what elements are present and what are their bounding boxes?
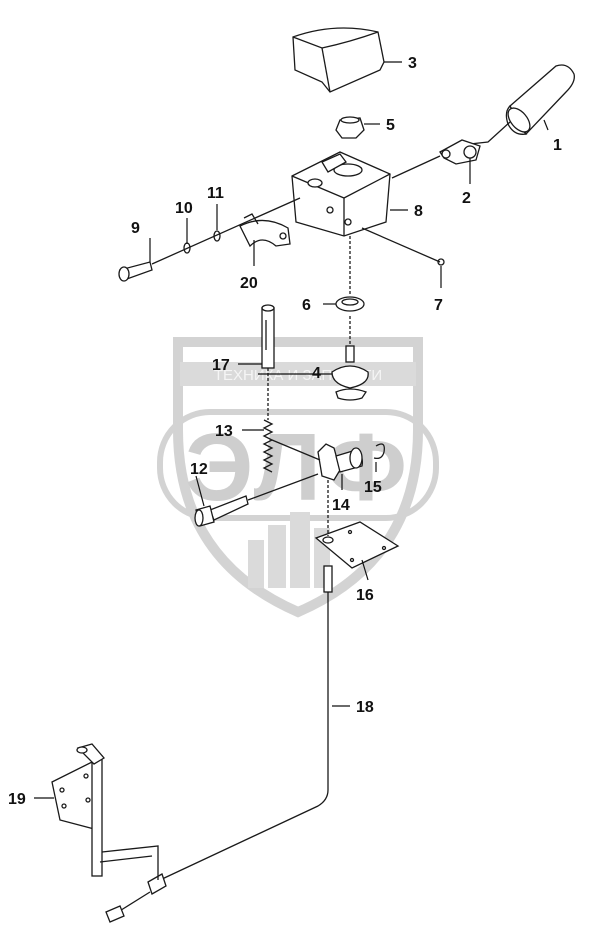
- callout-20: 20: [240, 275, 258, 292]
- part-18-cable: [105, 565, 333, 923]
- part-12-long-bolt: [194, 495, 249, 527]
- callout-16: 16: [356, 587, 374, 604]
- callout-3: 3: [408, 55, 417, 72]
- callout-14: 14: [332, 497, 350, 514]
- axis-long-bolt: [247, 473, 319, 501]
- callout-6: 6: [302, 297, 311, 314]
- callout-18: 18: [356, 699, 374, 716]
- part-2-lever-arm: [391, 121, 511, 179]
- callout-4: 4: [312, 365, 321, 382]
- watermark-logo: ЭЛФ: [185, 414, 411, 521]
- part-13-spring: [262, 419, 274, 473]
- axis-plug-line: [361, 227, 441, 263]
- part-20-clamp: [239, 213, 291, 248]
- part-1-lever-handle: [505, 64, 575, 136]
- part-8-valve-block: [291, 151, 391, 237]
- callout-2: 2: [462, 190, 471, 207]
- axis-bolt-line: [151, 197, 301, 265]
- part-19-bracket: [51, 743, 159, 880]
- part-4-selector-shaft: [331, 345, 369, 401]
- callout-19: 19: [8, 791, 26, 808]
- callout-9: 9: [131, 220, 140, 237]
- part-9-bolt: [118, 261, 153, 282]
- axis-gear-line: [271, 439, 321, 461]
- callout-8: 8: [414, 203, 423, 220]
- part-17-shaft: [261, 304, 275, 369]
- callout-1: 1: [553, 137, 562, 154]
- watermark-buildings: [248, 512, 330, 588]
- callout-7: 7: [434, 297, 443, 314]
- callout-5: 5: [386, 117, 395, 134]
- leaders: [34, 61, 549, 799]
- part-7-plug: [437, 258, 445, 266]
- part-3-cover: [292, 27, 385, 93]
- part-16-plate: [314, 521, 400, 569]
- part-5-nut: [335, 116, 365, 139]
- part-15-clip: [373, 443, 385, 460]
- callout-10: 10: [175, 200, 193, 217]
- part-14-gear: [317, 443, 364, 481]
- callout-17: 17: [212, 357, 230, 374]
- callout-11: 11: [207, 185, 224, 202]
- callouts: 1 2 3 4 5 6 7 8 9 10 11 12 13 14 15 16 1…: [8, 55, 562, 808]
- callout-13: 13: [215, 423, 233, 440]
- callout-15: 15: [364, 479, 382, 496]
- callout-12: 12: [190, 461, 208, 478]
- part-6-seal-ring: [335, 296, 365, 312]
